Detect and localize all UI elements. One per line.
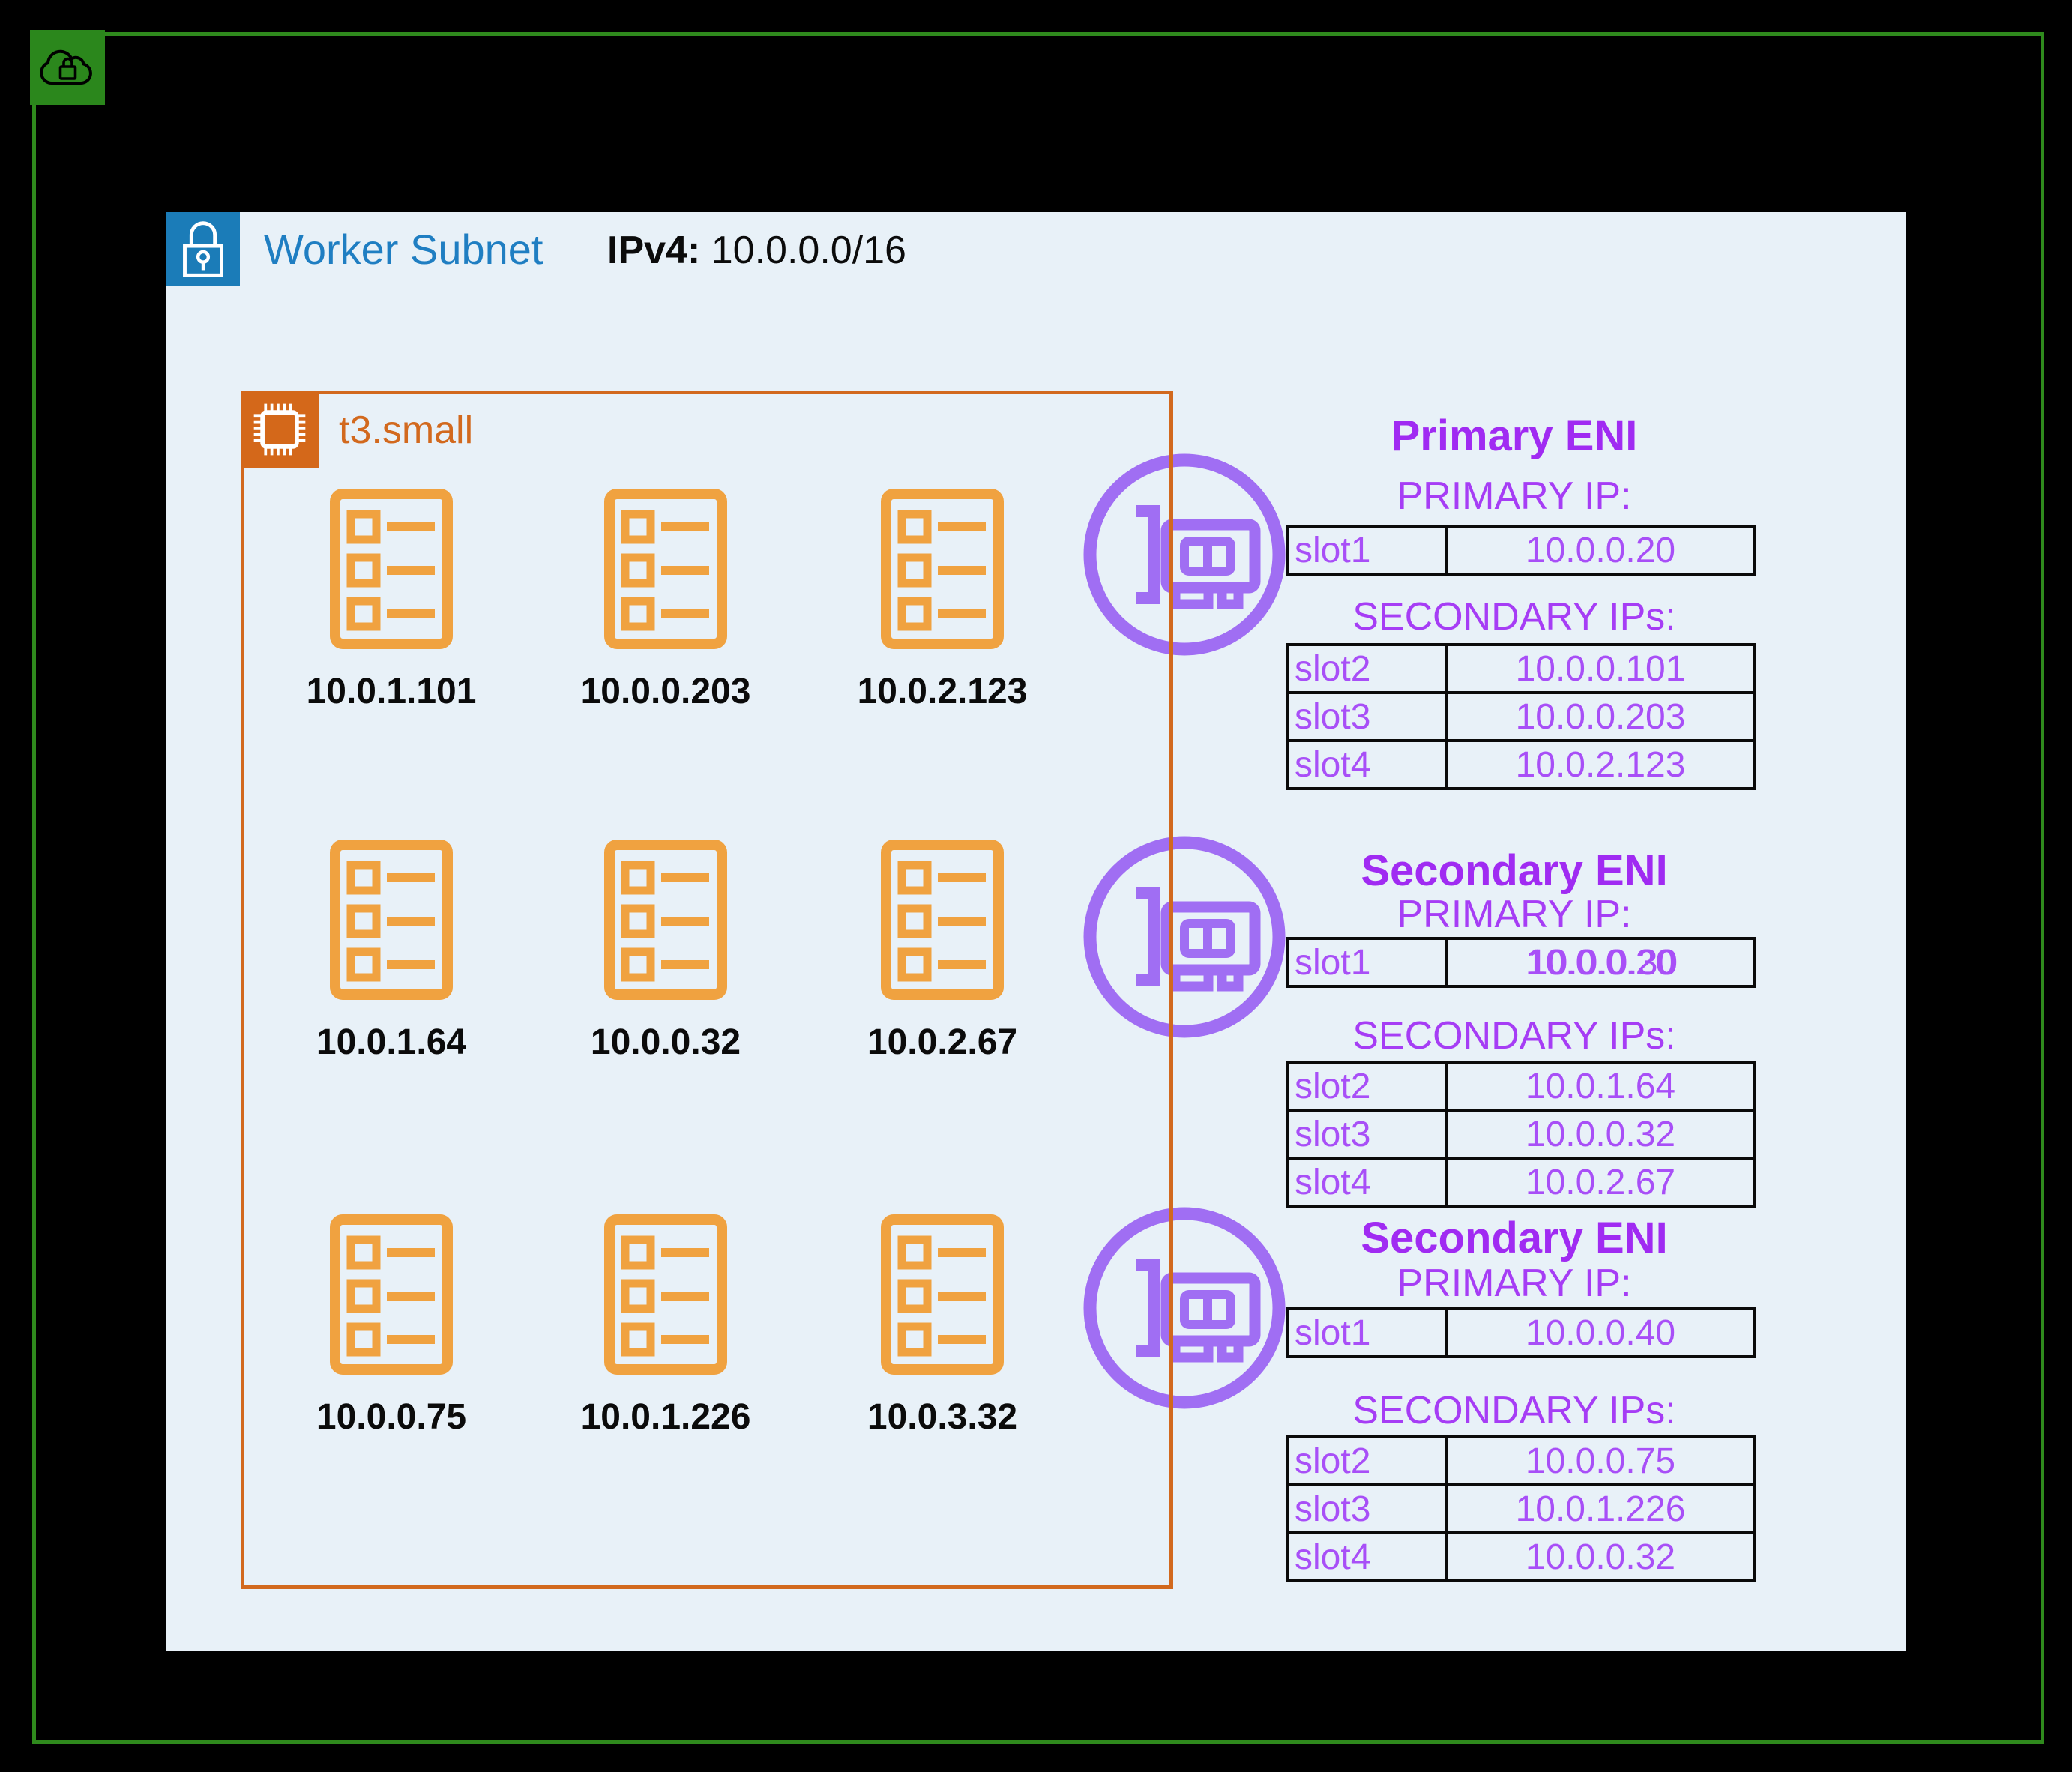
ip-cell: 10.0.0.40: [1445, 1307, 1756, 1358]
ip-cell: 10.0.2.123: [1445, 739, 1756, 790]
slot-cell: slot2: [1286, 1061, 1448, 1112]
instance-type-label: t3.small: [339, 409, 474, 452]
table-row: slot1 10.0.0.40: [1286, 1307, 1756, 1358]
pod-ip-label: 10.0.3.32: [867, 1397, 1018, 1437]
pod-icon: [328, 838, 454, 1001]
cloud-boundary-frame: [32, 32, 2044, 1744]
subnet-cidr: IPv4: 10.0.0.0/16: [607, 229, 906, 271]
ip-cell: 10.0.0.32: [1445, 1531, 1756, 1582]
ip-cell: 10.0.0.203: [1445, 691, 1756, 742]
table-row: slot2 10.0.0.75: [1286, 1435, 1756, 1486]
table-row: slot2 10.0.0.101: [1286, 643, 1756, 694]
cidr-label: IPv4:: [607, 229, 701, 272]
primary-ip-table: slot1 10.0.0.40: [1286, 1307, 1756, 1358]
subnet-title: Worker Subnet: [264, 226, 543, 273]
vpc-cloud-lock-icon: [30, 30, 105, 105]
network-card-icon: [1079, 1203, 1289, 1413]
slot-cell: slot3: [1286, 1483, 1448, 1534]
worker-subnet-container: [166, 212, 1906, 1651]
cidr-value: 10.0.0.0/16: [711, 229, 906, 272]
pod-ip-label: 10.0.1.64: [316, 1022, 467, 1062]
slot-cell: slot1: [1286, 937, 1448, 988]
secondary-ip-table: slot2 10.0.0.75 slot3 10.0.1.226 slot4 1…: [1286, 1435, 1756, 1582]
ip-cell: 10.0.0.101: [1445, 643, 1756, 694]
pod-ip-label: 10.0.2.67: [867, 1022, 1018, 1062]
lock-glyph: [183, 221, 223, 277]
ip-cell: 10.0.1.64: [1445, 1061, 1756, 1112]
primary-ip-table: slot1 10.0.0.20 10.0.0.30: [1286, 937, 1756, 988]
pod-ip-label: 10.0.1.226: [580, 1397, 751, 1437]
table-row: slot4 10.0.0.32: [1286, 1531, 1756, 1582]
network-card-icon: [1079, 450, 1289, 660]
slot-cell: slot3: [1286, 691, 1448, 742]
secondary-ips-heading: SECONDARY IPs:: [1352, 1389, 1676, 1432]
table-row: slot3 10.0.1.226: [1286, 1483, 1756, 1534]
pod-ip-label: 10.0.0.75: [316, 1397, 467, 1437]
eni-title: Primary ENI: [1391, 412, 1638, 460]
table-row: slot4 10.0.2.123: [1286, 739, 1756, 790]
eni-title: Secondary ENI: [1361, 1214, 1668, 1262]
pod-icon: [328, 1213, 454, 1376]
ip-cell: 10.0.0.75: [1445, 1435, 1756, 1486]
table-row: slot2 10.0.1.64: [1286, 1061, 1756, 1112]
pod-icon: [603, 838, 729, 1001]
network-card-icon: [1079, 832, 1289, 1042]
pod-icon: [328, 487, 454, 651]
slot-cell: slot2: [1286, 643, 1448, 694]
table-row: slot1 10.0.0.20: [1286, 525, 1756, 576]
ip-cell: 10.0.0.20 10.0.0.30: [1445, 937, 1756, 988]
ip-cell: 10.0.2.67: [1445, 1157, 1756, 1208]
slot-cell: slot4: [1286, 739, 1448, 790]
ip-cell: 10.0.1.226: [1445, 1483, 1756, 1534]
table-row: slot4 10.0.2.67: [1286, 1157, 1756, 1208]
eni-title: Secondary ENI: [1361, 846, 1668, 895]
ip-cell: 10.0.0.32: [1445, 1109, 1756, 1160]
cloud-lock-glyph: [40, 49, 92, 85]
primary-ip-heading: PRIMARY IP:: [1397, 474, 1632, 518]
table-row: slot3 10.0.0.203: [1286, 691, 1756, 742]
slot-cell: slot1: [1286, 525, 1448, 576]
pod-icon: [603, 487, 729, 651]
pod-ip-label: 10.0.0.32: [590, 1022, 741, 1062]
pod-ip-label: 10.0.0.203: [580, 672, 751, 711]
pod-ip-label: 10.0.1.101: [306, 672, 477, 711]
table-row: slot3 10.0.0.32: [1286, 1109, 1756, 1160]
secondary-ip-table: slot2 10.0.0.101 slot3 10.0.0.203 slot4 …: [1286, 643, 1756, 790]
secondary-ip-table: slot2 10.0.1.64 slot3 10.0.0.32 slot4 10…: [1286, 1061, 1756, 1208]
ec2-chip-icon: [241, 391, 319, 468]
primary-ip-table: slot1 10.0.0.20: [1286, 525, 1756, 576]
secondary-ips-heading: SECONDARY IPs:: [1352, 595, 1676, 639]
pod-ip-label: 10.0.2.123: [857, 672, 1028, 711]
slot-cell: slot2: [1286, 1435, 1448, 1486]
chip-glyph: [253, 403, 306, 456]
pod-icon: [879, 487, 1005, 651]
primary-ip-heading: PRIMARY IP:: [1397, 1262, 1632, 1305]
pod-icon: [603, 1213, 729, 1376]
ip-value: 10.0.0.20: [1525, 942, 1676, 983]
slot-cell: slot4: [1286, 1531, 1448, 1582]
primary-ip-heading: PRIMARY IP:: [1397, 893, 1632, 936]
slot-cell: slot3: [1286, 1109, 1448, 1160]
private-subnet-lock-icon: [166, 212, 240, 286]
table-row: slot1 10.0.0.20 10.0.0.30: [1286, 937, 1756, 988]
ip-value-overlay: 10.0.0.30: [1527, 942, 1678, 983]
slot-cell: slot1: [1286, 1307, 1448, 1358]
pod-icon: [879, 838, 1005, 1001]
secondary-ips-heading: SECONDARY IPs:: [1352, 1014, 1676, 1058]
pod-icon: [879, 1213, 1005, 1376]
ip-cell: 10.0.0.20: [1445, 525, 1756, 576]
slot-cell: slot4: [1286, 1157, 1448, 1208]
